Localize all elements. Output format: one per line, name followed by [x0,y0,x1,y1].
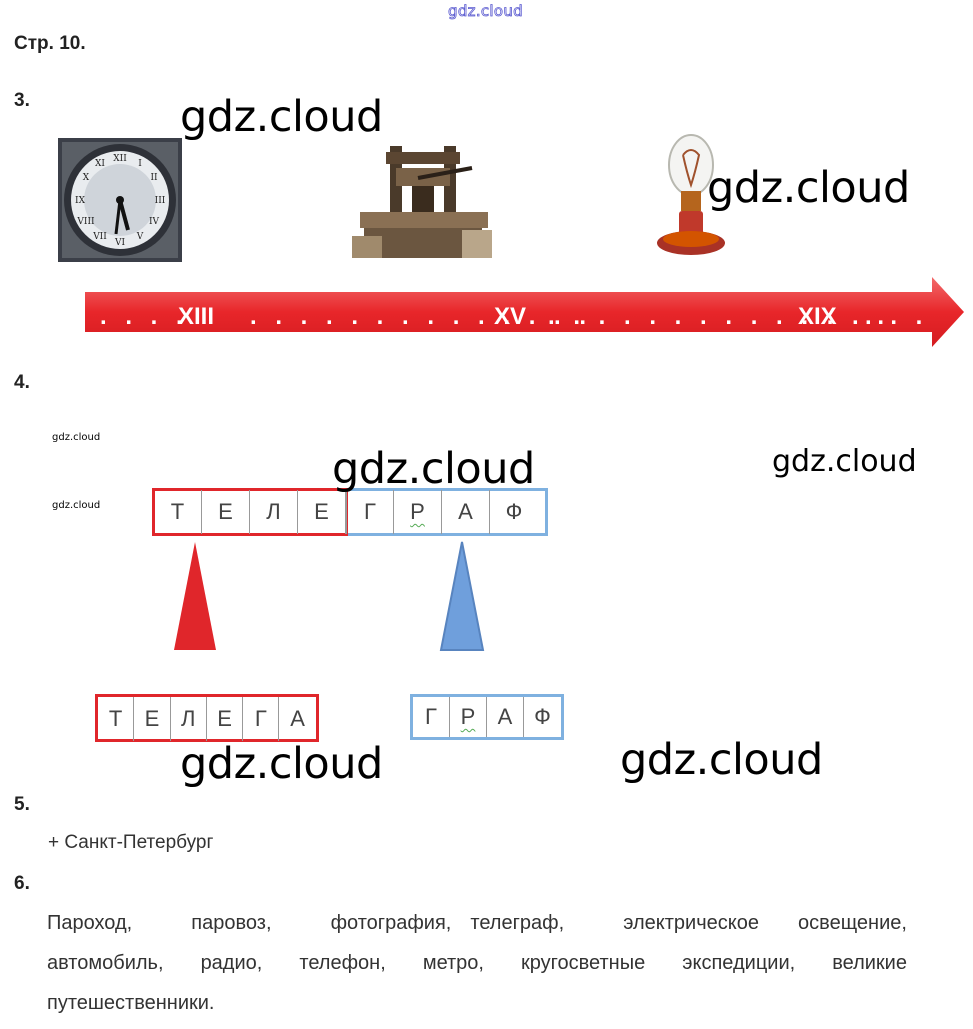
timeline-arrow [80,275,970,350]
paragraph-line-1: Пароход, паровоз, фотография, телеграф, … [47,903,907,943]
letter-cell: Р [394,490,442,534]
watermark: gdz.cloud [52,500,101,511]
word: метро, [422,952,484,974]
letter-cell: Р [450,697,487,737]
word: экспедиции, [682,952,796,974]
letter-cell: Л [171,697,207,741]
letter-cell: Ф [505,499,523,524]
svg-text:XII: XII [113,154,127,164]
word: великие [832,952,907,974]
watermark-top: gdz.cloud [448,2,524,21]
word: путешественники. [47,992,215,1014]
timeline-dots-3: . . . . . . . . . . . . . . [548,303,891,330]
word: Пароход, [47,912,133,934]
letter-cell: Т [154,490,202,534]
word: электрическое [623,912,759,934]
svg-text:XI: XI [95,159,105,169]
word: фотография, [330,912,452,934]
blue-frame [348,488,548,536]
page-heading: Стр. 10. [14,33,86,54]
exercise-5-answer: + Санкт-Петербург [48,832,214,853]
paragraph-line-3: путешественники. [47,983,907,1023]
letter-cell: Г [413,697,450,737]
exercise-4-number: 4. [14,372,30,393]
watermark: gdz.cloud [707,163,910,213]
blue-triangle [437,540,487,652]
letter-cell: Ф [534,704,551,729]
watermark: gdz.cloud [180,92,383,142]
word-telegraf: Т Е Л Е Г Р А Ф [152,488,548,536]
timeline-label-xix: XIX [798,303,837,330]
svg-text:VII: VII [92,232,107,242]
svg-text:III: III [155,196,166,206]
timeline-label-xv: XV [494,303,527,330]
word: телеграф, [470,912,565,934]
letter-cell: Е [202,490,250,534]
letter-cell: Т [98,697,135,741]
exercise-3-number: 3. [14,90,30,111]
exercise-5-number: 5. [14,794,30,815]
watermark: gdz.cloud [772,444,917,479]
word: автомобиль, [47,952,164,974]
letter-cell: А [487,697,524,737]
word: радио, [200,952,263,974]
svg-text:IX: IX [75,196,86,206]
timeline-dots: . . . . [100,303,189,330]
letter-cell: Е [298,490,346,534]
svg-text:X: X [83,173,90,183]
watermark: gdz.cloud [620,735,823,785]
word: освещение, [798,912,907,934]
letter-cell: Е [207,697,244,741]
letter-cell: Л [250,490,298,534]
word: паровоз, [191,912,272,934]
exercise-6-number: 6. [14,873,30,894]
watermark: gdz.cloud [52,432,101,443]
timeline-dots-4: . . . . [865,303,929,358]
svg-text:I: I [138,159,142,169]
svg-text:IV: IV [149,217,160,227]
timeline-dots-2: . . . . . . . . . . . . . . [250,303,593,330]
timeline-labels: . . . . XIII . . . . . . . . . . . . . .… [100,303,950,358]
letter-cell: А [290,706,305,731]
watermark: gdz.cloud [332,444,535,494]
exercise-6-paragraph: Пароход, паровоз, фотография, телеграф, … [47,903,907,1023]
letter-cell: А [442,490,490,534]
svg-text:II: II [150,173,158,183]
svg-text:VI: VI [114,238,125,248]
word-graf: Г Р А Ф [410,694,564,740]
red-triangle [170,540,220,652]
word: телефон, [299,952,386,974]
word-telega: Т Е Л Е Г А [95,694,319,742]
printing-press-image [352,138,492,265]
letter-cell: Г [243,697,280,741]
letter-cell: Е [134,697,171,741]
word: кругосветные [521,952,646,974]
watermark: gdz.cloud [180,739,383,789]
svg-text:VIII: VIII [76,217,95,227]
letter-cell: Г [346,490,394,534]
svg-text:V: V [136,232,144,242]
timeline-label-xiii: XIII [178,303,215,330]
light-bulb-image [655,125,733,265]
paragraph-line-2: автомобиль, радио, телефон, метро, круго… [47,943,907,983]
